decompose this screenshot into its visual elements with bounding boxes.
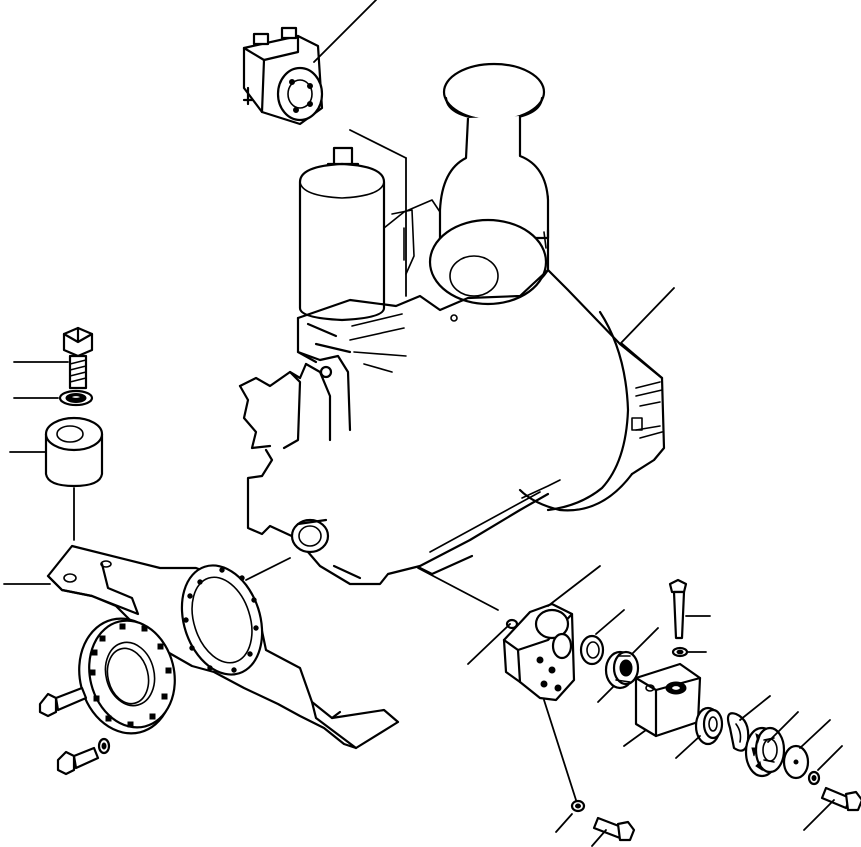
leader-line (803, 799, 835, 831)
hydraulic-pump (242, 26, 324, 126)
engine-assembly (238, 199, 666, 586)
leader-line (467, 623, 511, 665)
leader-line (675, 735, 701, 759)
leader-line (591, 829, 607, 847)
leader-line (631, 627, 659, 655)
spacer (44, 416, 104, 488)
bolt (38, 686, 88, 718)
leader-line (555, 813, 573, 833)
leader-line (313, 0, 377, 63)
leader-line (417, 567, 499, 611)
coupling-gear (744, 726, 786, 778)
engine-mount-bracket (46, 544, 400, 750)
bolt (668, 578, 688, 640)
bolt (592, 816, 636, 842)
washer (570, 799, 586, 813)
oil-seal (694, 706, 724, 746)
leader-line (767, 711, 799, 743)
leader-line (595, 609, 625, 635)
leader-line (799, 719, 831, 749)
air-cleaner (428, 62, 550, 306)
bearing (604, 650, 640, 690)
washer (97, 737, 111, 755)
leader-line (739, 695, 771, 721)
leader-line (597, 685, 615, 703)
leader-line (619, 287, 675, 345)
washer (807, 770, 821, 786)
gasket (579, 634, 605, 666)
leader-line (245, 557, 291, 581)
bolt (56, 746, 100, 776)
pto-housing (502, 602, 576, 702)
plate (782, 744, 810, 780)
bolt (820, 786, 861, 812)
fuel-filter (298, 146, 386, 322)
leader-line (349, 129, 407, 159)
leader-line (547, 565, 601, 607)
bolt (62, 326, 94, 390)
snap-ring (726, 712, 750, 752)
leader-line (543, 699, 577, 801)
washer (58, 389, 94, 407)
leader-line (623, 729, 647, 747)
bearing-block (634, 662, 702, 738)
leader-line (817, 745, 843, 771)
washer (671, 646, 689, 658)
